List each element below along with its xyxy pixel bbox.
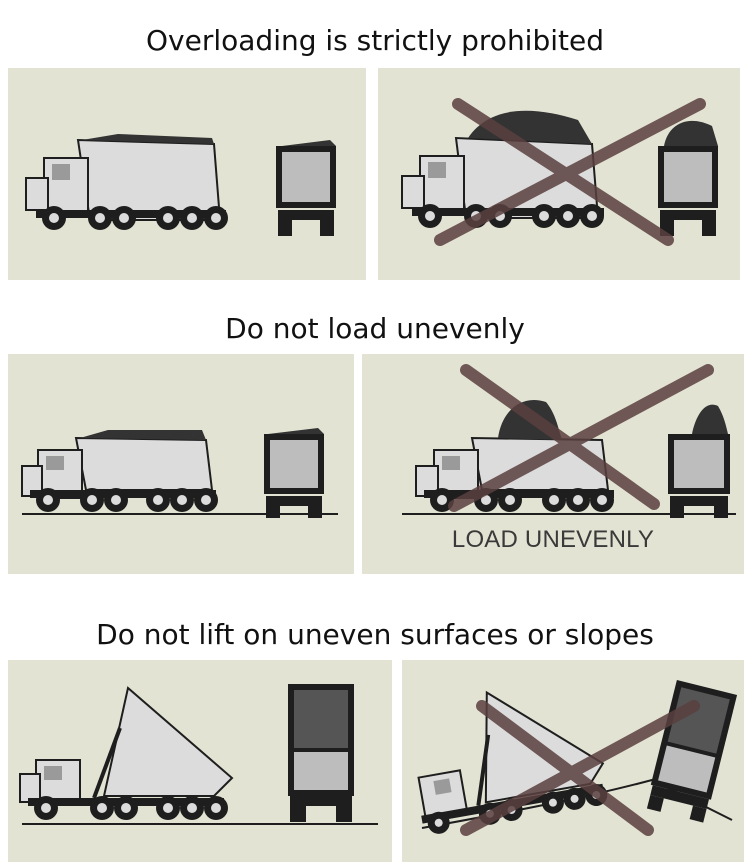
- section-heading-uneven-load: Do not load unevenly: [225, 312, 525, 345]
- prohibited-cross-mark: [448, 364, 714, 512]
- correct-even-load-illustration: [21, 428, 338, 518]
- truck-rear-view: [288, 684, 354, 822]
- section-heading-slopes: Do not lift on uneven surfaces or slopes: [96, 618, 654, 651]
- section-heading-overloading: Overloading is strictly prohibited: [146, 24, 604, 57]
- load-unevenly-caption: LOAD UNEVENLY: [451, 526, 655, 553]
- panel-wrong-uneven-load: LOAD UNEVENLY: [362, 354, 744, 574]
- wrong-overloaded-illustration: [401, 98, 718, 246]
- wrong-raised-slope-illustration: [417, 679, 738, 836]
- truck-rear-view: [276, 140, 336, 236]
- truck-rear-view: [668, 404, 730, 518]
- correct-normal-load-illustration: [25, 134, 336, 236]
- panel-correct-even-load: [8, 354, 354, 574]
- panel-wrong-raised-slope: [402, 660, 744, 862]
- wrong-uneven-load-illustration: [402, 364, 736, 518]
- truck-side-view: [19, 686, 234, 820]
- panel-correct-normal-load: [8, 68, 366, 280]
- truck-side-view: [21, 430, 218, 512]
- prohibited-cross-mark: [460, 700, 700, 836]
- truck-side-view: [25, 134, 228, 230]
- truck-rear-view: [658, 120, 718, 236]
- panel-correct-raised-level-ground: [8, 660, 392, 862]
- panel-wrong-overloaded: [378, 68, 740, 280]
- prohibited-cross-mark: [434, 98, 706, 246]
- truck-rear-view: [264, 428, 324, 518]
- truck-rear-view: [646, 679, 738, 823]
- correct-raised-level-illustration: [19, 684, 378, 825]
